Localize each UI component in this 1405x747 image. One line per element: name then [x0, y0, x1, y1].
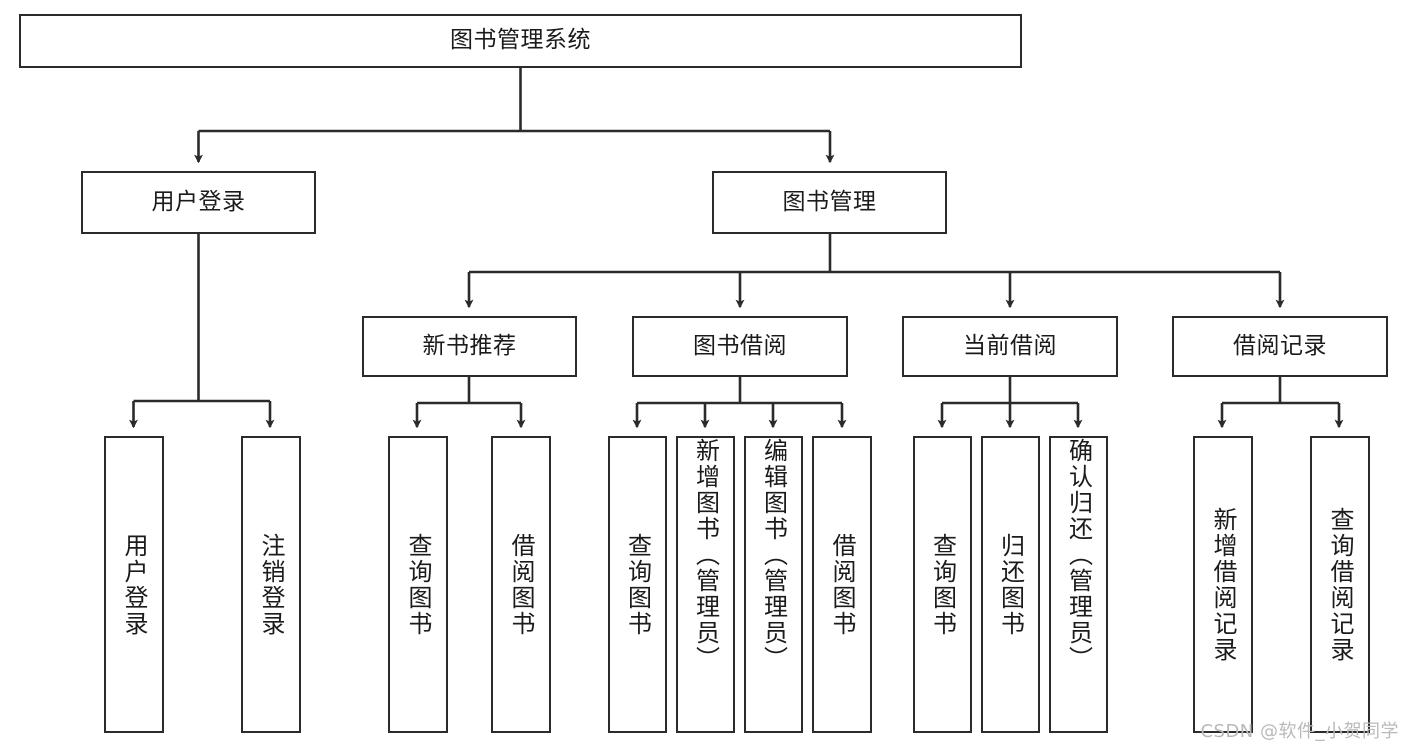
node-label: 借阅图书 [507, 532, 535, 637]
node-label: 注销登录 [257, 532, 285, 637]
node-label: 查询图书 [404, 532, 432, 637]
node-current-borrow[interactable]: 当前借阅 [902, 316, 1118, 377]
node-root-system[interactable]: 图书管理系统 [19, 14, 1022, 68]
node-book-management[interactable]: 图书管理 [712, 171, 947, 234]
node-label: 图书管理系统 [450, 27, 591, 54]
leaf-borrow-add-book-admin[interactable]: 新增图书（管理员） [676, 436, 735, 733]
node-borrow-record[interactable]: 借阅记录 [1172, 316, 1388, 377]
leaf-recommend-borrow-book[interactable]: 借阅图书 [491, 436, 551, 733]
node-label: 用户登录 [120, 532, 148, 637]
watermark-credit: CSDN @软件_小贺同学 [1200, 721, 1399, 742]
node-label: 归还图书 [996, 532, 1025, 637]
leaf-borrow-query-book[interactable]: 查询图书 [608, 436, 667, 733]
node-label: 编辑图书（管理员） [759, 438, 788, 672]
leaf-borrow-borrow-book[interactable]: 借阅图书 [812, 436, 872, 733]
node-label: 新增借阅记录 [1209, 506, 1237, 663]
node-new-book-recommend[interactable]: 新书推荐 [362, 316, 577, 377]
node-label: 借阅图书 [828, 532, 856, 637]
node-user-login[interactable]: 用户登录 [81, 171, 316, 234]
node-label: 图书管理 [782, 188, 877, 215]
leaf-record-add-borrow-record[interactable]: 新增借阅记录 [1193, 436, 1253, 733]
node-label: 查询图书 [623, 532, 652, 637]
leaf-record-query-borrow-record[interactable]: 查询借阅记录 [1310, 436, 1370, 733]
leaf-current-return-book[interactable]: 归还图书 [981, 436, 1040, 733]
node-label: 查询图书 [928, 532, 957, 637]
leaf-current-confirm-return-admin[interactable]: 确认归还（管理员） [1049, 436, 1108, 733]
node-book-borrow[interactable]: 图书借阅 [632, 316, 848, 377]
node-label: 借阅记录 [1233, 332, 1327, 359]
leaf-current-query-book[interactable]: 查询图书 [913, 436, 972, 733]
node-label: 图书借阅 [693, 332, 787, 359]
node-label: 用户登录 [151, 188, 246, 215]
leaf-borrow-edit-book-admin[interactable]: 编辑图书（管理员） [744, 436, 803, 733]
leaf-user-login-logout[interactable]: 注销登录 [241, 436, 301, 733]
node-label: 新增图书（管理员） [691, 438, 720, 672]
node-label: 当前借阅 [963, 332, 1057, 359]
node-label: 查询借阅记录 [1326, 506, 1354, 663]
leaf-user-login-login[interactable]: 用户登录 [104, 436, 164, 733]
node-label: 确认归还（管理员） [1064, 438, 1093, 672]
leaf-recommend-query-book[interactable]: 查询图书 [388, 436, 448, 733]
node-label: 新书推荐 [422, 332, 517, 359]
